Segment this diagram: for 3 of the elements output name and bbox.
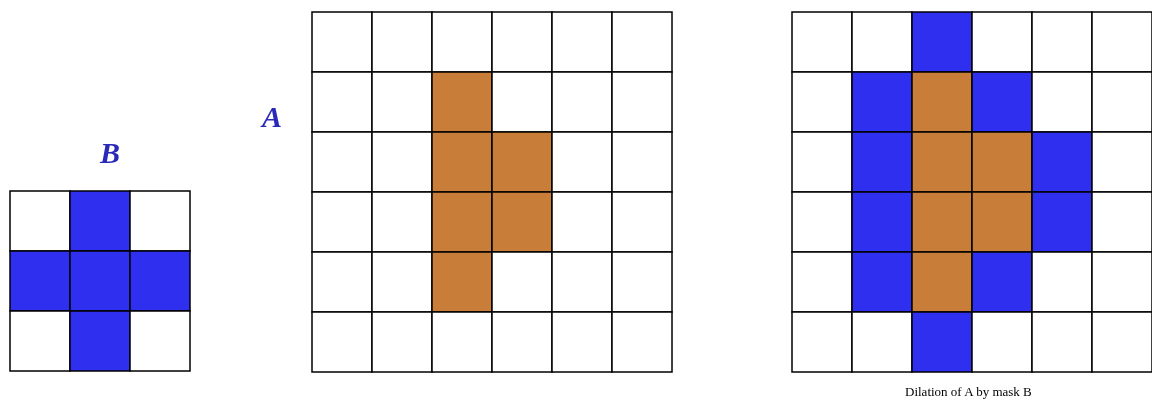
grid-label: B [100, 138, 120, 168]
caption: Dilation of A by mask B [905, 385, 1032, 399]
grid-label: A [262, 102, 282, 132]
